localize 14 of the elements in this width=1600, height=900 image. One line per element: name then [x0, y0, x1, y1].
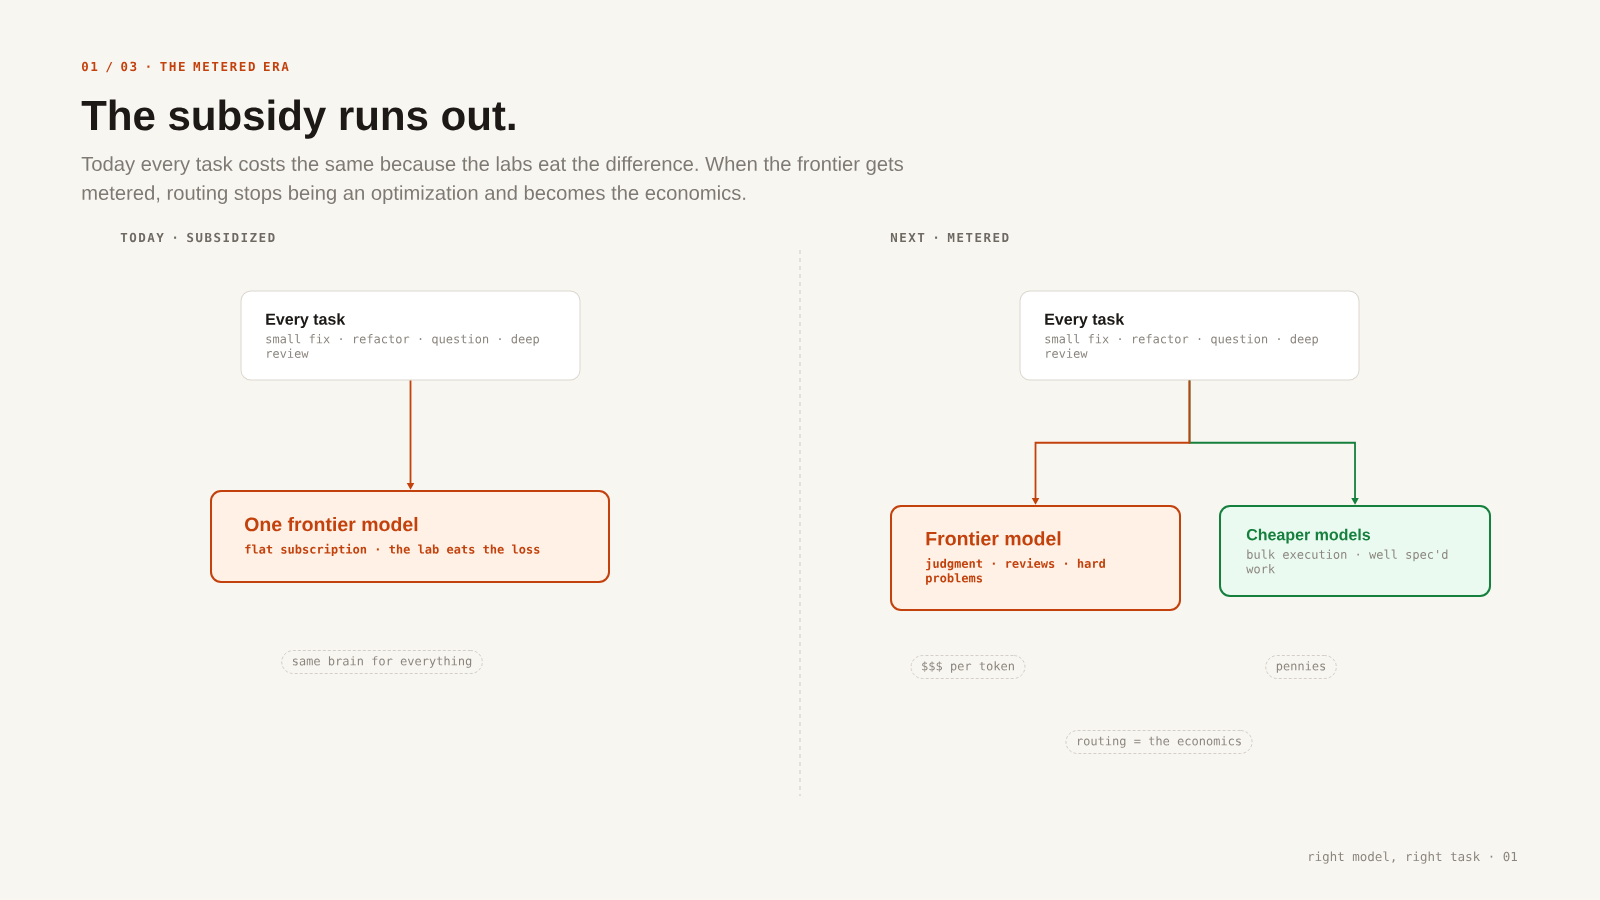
subtitle: Today every task costs the same because the labs eat the difference. When the frontier gets metered, routing stops being an optimization and becomes the economics. — [81, 156, 904, 205]
model-box: Frontier model judgment · reviews · hard problems — [890, 505, 1181, 611]
section-label: TODAY · SUBSIDIZED — [120, 232, 275, 243]
task-box: Every task small fix · refactor · question · deep review — [240, 290, 581, 381]
title: The subsidy runs out. — [81, 99, 515, 139]
section-label: NEXT · METERED — [890, 232, 1009, 242]
model-box: One frontier model flat subscription · the lab eats the loss — [210, 490, 610, 583]
note-tag: same brain for everything — [281, 650, 483, 674]
kicker-text: 01 / 03 · THE METERED ERA — [81, 61, 289, 73]
footer-text: right model, right task · 01 — [1309, 851, 1517, 864]
note-tag: $$$ per token — [910, 655, 1026, 679]
task-box: Every task small fix · refactor · question · deep review — [1019, 290, 1360, 381]
note-tag: routing = the economics — [1065, 730, 1253, 754]
model-box: Cheaper models bulk execution · well spec'd work — [1219, 505, 1491, 597]
